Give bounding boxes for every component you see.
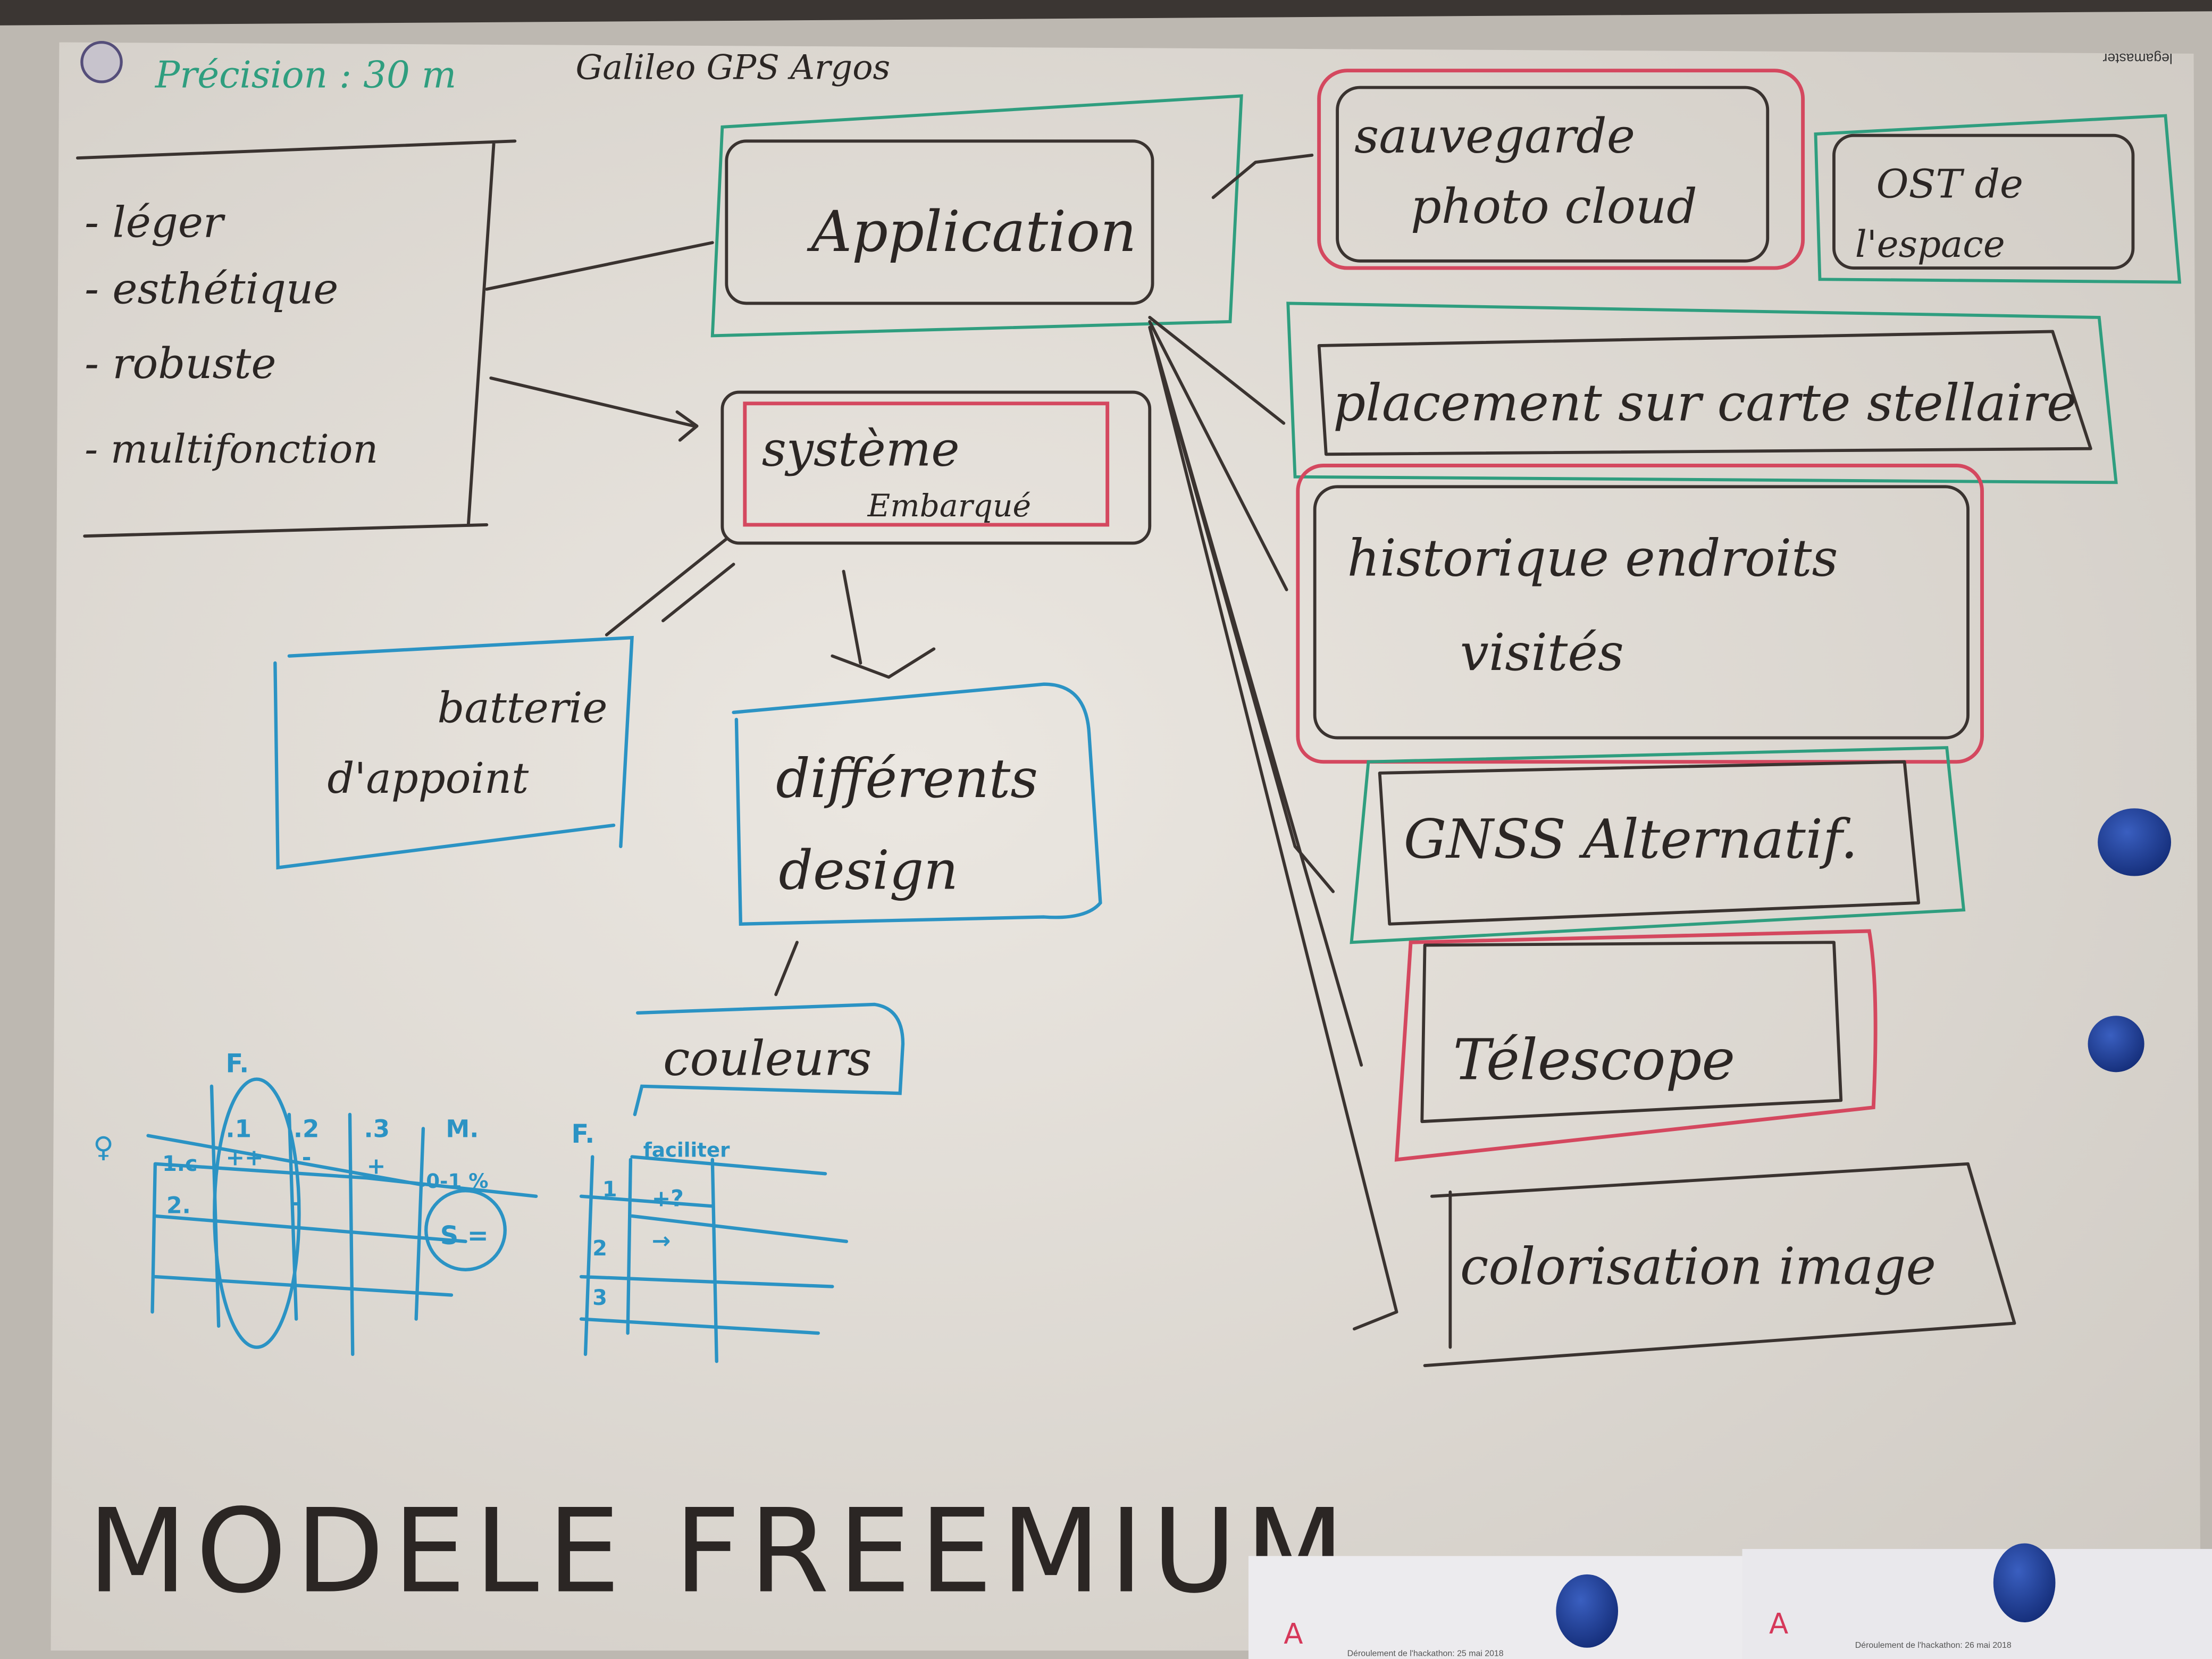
table2-header: faciliter — [643, 1139, 730, 1162]
board-brand: legamaster — [2102, 51, 2172, 66]
systems-text: Galileo GPS Argos — [575, 48, 890, 88]
feature-line: visités — [1460, 623, 1624, 682]
feature-line: l'espace — [1855, 223, 2005, 266]
feature-line: Télescope — [1453, 1027, 1736, 1093]
feature-line: sauvegarde — [1354, 108, 1635, 164]
freemium-heading: MODELE FREEMIUM. — [87, 1485, 1398, 1619]
feature-line: placement sur carte stellaire — [1333, 373, 2076, 433]
differents-label: différents — [776, 747, 1038, 810]
table1-row-label: 2. — [166, 1193, 191, 1219]
application-box: Application — [710, 94, 1243, 338]
criteria-item: - esthétique — [85, 264, 338, 313]
connector-arrows — [485, 241, 714, 442]
table1-header: .1 — [225, 1115, 252, 1143]
feature-gnss: GNSS Alternatif. — [1350, 746, 1966, 944]
paper-logo-icon: A — [1769, 1607, 1788, 1640]
magnet-icon — [1993, 1543, 2056, 1623]
precision-text: Précision : 30 m — [154, 54, 456, 96]
sub-arrows — [605, 537, 936, 679]
feature-line: OST de — [1876, 161, 2023, 207]
table1-cell: - — [291, 1190, 300, 1216]
table1-header: .3 — [364, 1115, 390, 1143]
embarque-label: Embarqué — [867, 488, 1031, 524]
table2-row-label: 1 — [602, 1177, 617, 1202]
criteria-box: - léger - esthétique - robuste - multifo… — [76, 139, 517, 538]
table1-header: M. — [446, 1115, 479, 1143]
feature-historique: historique endroits visités — [1296, 464, 1984, 764]
table2-row-label: 3 — [592, 1286, 607, 1310]
criteria-item: - léger — [85, 198, 225, 247]
magnet-icon — [2088, 1016, 2144, 1073]
systeme-label: système — [762, 422, 960, 477]
board-surface — [51, 42, 2201, 1651]
couleurs-label: couleurs — [663, 1031, 872, 1087]
couleurs-box: couleurs — [633, 1002, 905, 1117]
paper-logo-icon: A — [1284, 1618, 1303, 1650]
paper-sheet-2: A Déroulement de l'hackathon: 26 mai 201… — [1742, 1543, 2212, 1659]
decision-table-1: F. .1 .2 .3 M. ♀ 1.c ++ - + 2. - 0-1 % S… — [93, 1049, 538, 1356]
table2-row-label: 2 — [592, 1236, 607, 1261]
paper-caption: Déroulement de l'hackathon: 26 mai 2018 — [1855, 1641, 2012, 1650]
criteria-item: - robuste — [85, 339, 276, 388]
table1-row-label: 1.c — [162, 1152, 197, 1176]
criteria-item: - multifonction — [85, 426, 378, 472]
feature-telescope: Télescope — [1394, 929, 1878, 1162]
table1-title: F. — [225, 1049, 249, 1078]
application-label: Application — [807, 199, 1137, 265]
magnet-icon — [1556, 1574, 1619, 1648]
feature-line: photo cloud — [1411, 179, 1697, 234]
feature-line: colorisation image — [1460, 1236, 1936, 1296]
feature-sauvegarde: sauvegarde photo cloud — [1317, 69, 1805, 270]
table1-note: 0-1 % — [426, 1170, 488, 1193]
feature-arrows — [1148, 153, 1398, 1331]
table2-cell: → — [652, 1228, 671, 1254]
table1-header: .2 — [294, 1115, 320, 1143]
board-logo-icon — [80, 40, 123, 83]
magnet-icon — [2098, 808, 2172, 876]
design-label: design — [778, 839, 958, 901]
table1-circle-text: S = — [440, 1221, 489, 1251]
table2-title: F. — [571, 1120, 594, 1149]
batterie-box: batterie d'appoint — [273, 635, 634, 870]
paper-caption: Déroulement de l'hackathon: 25 mai 2018 — [1347, 1649, 1504, 1658]
appoint-label: d'appoint — [328, 753, 530, 803]
systeme-embarque-box: système Embarqué — [720, 390, 1152, 545]
decision-table-2: F. faciliter 1 +? 2 → 3 — [571, 1120, 849, 1363]
paper-sheet-1: A Déroulement de l'hackathon: 25 mai 201… — [1248, 1556, 1742, 1659]
design-box: différents design — [732, 682, 1102, 926]
table2-cell: +? — [652, 1186, 684, 1212]
feature-ost: OST de l'espace — [1814, 114, 2182, 284]
table1-cell: + — [367, 1153, 386, 1179]
batterie-label: batterie — [437, 683, 607, 732]
feature-line: GNSS Alternatif. — [1404, 808, 1858, 870]
feature-colorisation: colorisation image — [1423, 1162, 2016, 1368]
table1-cell: ++ — [225, 1145, 263, 1171]
table1-cell: - — [302, 1145, 312, 1171]
person-icon: ♀ — [93, 1131, 114, 1164]
design-arrow — [774, 941, 799, 996]
feature-line: historique endroits — [1347, 528, 1838, 588]
feature-placement: placement sur carte stellaire — [1286, 301, 2118, 484]
